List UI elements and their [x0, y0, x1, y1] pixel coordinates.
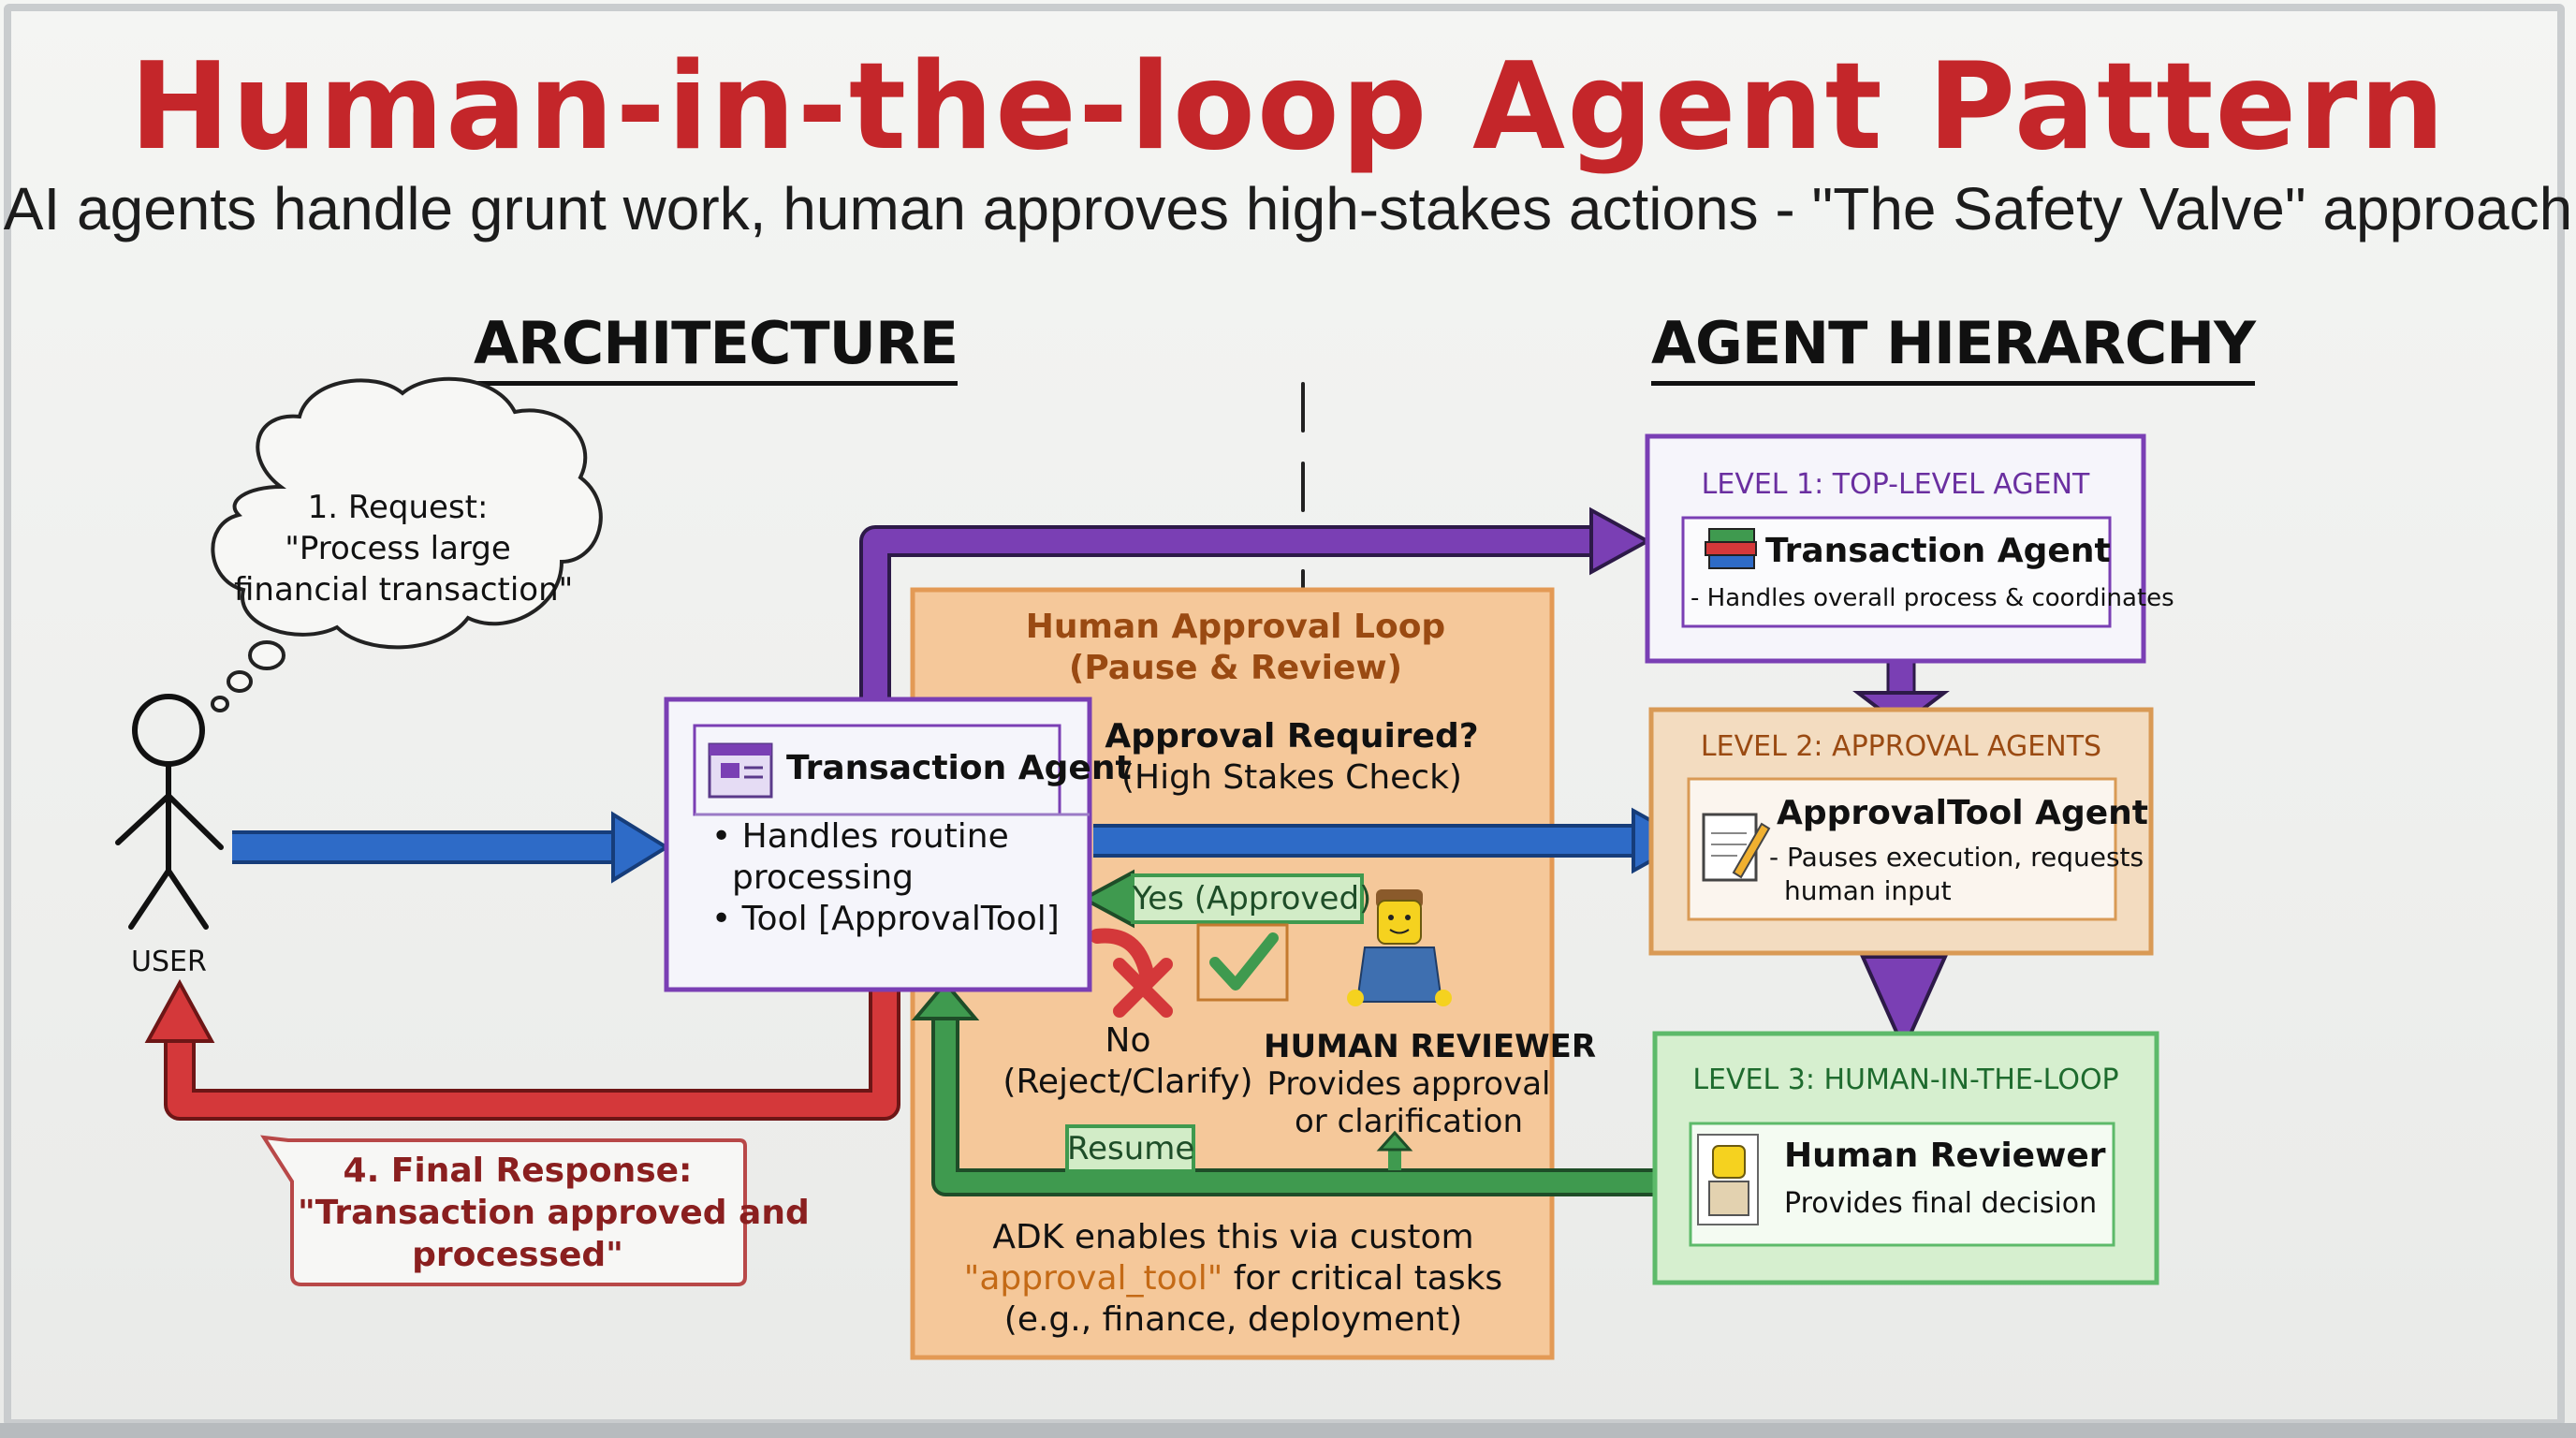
purple-arrow-to-level1 — [859, 506, 1652, 704]
page-subtitle: AI agents handle grunt work, human appro… — [3, 175, 2573, 242]
user-label: USER — [131, 946, 207, 978]
books-icon — [1705, 528, 1757, 569]
lego-person-icon — [1347, 889, 1452, 1006]
level1-name: Transaction Agent — [1765, 532, 2111, 570]
yes-label-box — [1131, 873, 1364, 924]
level1-desc: - Handles overall process & coordinates — [1690, 584, 2174, 612]
red-no-curve — [1090, 928, 1154, 981]
reviewer-text: HUMAN REVIEWER Provides approval or clar… — [1264, 1028, 1597, 1140]
resume-label: Resume — [1067, 1130, 1195, 1167]
check-icon — [1209, 932, 1279, 990]
page-title: Human-in-the-loop Agent Pattern — [129, 37, 2447, 177]
red-return-arrow — [144, 978, 900, 1121]
yes-label: Yes (Approved) — [1133, 880, 1372, 917]
cross-icon — [1113, 958, 1173, 1018]
notepad-pencil-icon — [1702, 813, 1771, 882]
approval-question: Approval Required? (High Stakes Check) — [1105, 717, 1479, 797]
check-box — [1196, 923, 1289, 1002]
architecture-heading: ARCHITECTURE — [474, 309, 959, 386]
level3-label: LEVEL 3: HUMAN-IN-THE-LOOP — [1692, 1064, 2119, 1096]
agent-box-title: Transaction Agent — [786, 749, 1132, 787]
window-app-icon — [708, 742, 773, 799]
final-response-text: 4. Final Response: "Transaction approved… — [298, 1152, 810, 1274]
no-label: No (Reject/Clarify) — [1003, 1021, 1253, 1101]
request-text: 1. Request: "Process large financial tra… — [234, 489, 574, 609]
approval-loop-title: Human Approval Loop (Pause & Review) — [1025, 608, 1446, 687]
blue-arrow-to-level2 — [1093, 807, 1691, 874]
thought-cloud-icon — [211, 376, 603, 712]
level2-label: LEVEL 2: APPROVAL AGENTS — [1700, 730, 2102, 763]
level2-desc: - Pauses execution, requests human input — [1769, 842, 2144, 906]
resume-label-box — [1065, 1124, 1195, 1173]
stick-figure-icon — [115, 694, 224, 930]
green-resume-arrow — [911, 979, 1655, 1196]
marker-tray — [0, 1423, 2576, 1438]
level3-name: Human Reviewer — [1784, 1137, 2106, 1175]
level3-desc: Provides final decision — [1784, 1187, 2098, 1220]
agent-box-bullets: • Handles routine processing • Tool [App… — [711, 817, 1060, 938]
level1-label: LEVEL 1: TOP-LEVEL AGENT — [1701, 468, 2090, 501]
blue-arrow-user-to-agent — [232, 811, 670, 884]
final-response-bubble — [260, 1135, 747, 1286]
hierarchy-heading: AGENT HIERARCHY — [1651, 309, 2256, 386]
level2-name: ApprovalTool Agent — [1777, 794, 2148, 832]
approval-loop-footer: ADK enables this via custom "approval_to… — [963, 1218, 1503, 1339]
reviewer-avatar-icon — [1697, 1134, 1759, 1225]
